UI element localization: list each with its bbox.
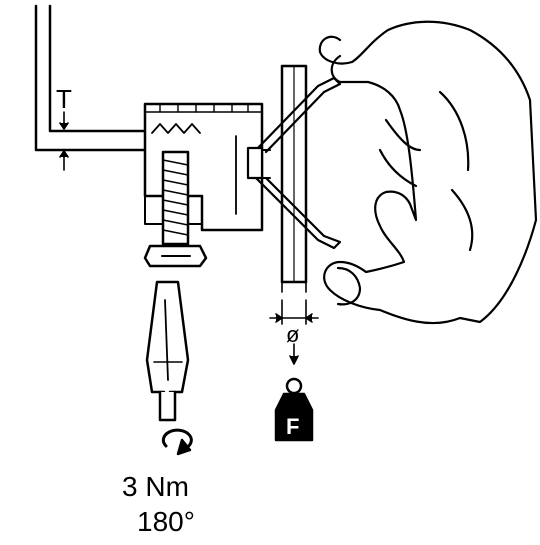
screwdriver xyxy=(145,280,190,422)
thickness-dimension xyxy=(53,111,75,171)
rod xyxy=(280,64,308,293)
diameter-dimension xyxy=(269,299,319,365)
spring-clip xyxy=(246,76,342,250)
force-label: F xyxy=(286,414,299,439)
rotation-arrow-icon xyxy=(161,428,193,456)
clamp-screw xyxy=(143,150,208,268)
hand xyxy=(318,20,538,325)
thickness-label: T xyxy=(56,84,72,114)
clamp-body xyxy=(143,102,271,232)
torque-label: 3 Nm xyxy=(122,471,189,502)
diameter-label: ø xyxy=(286,322,299,347)
force-weight-icon xyxy=(274,377,314,442)
angle-label: 180° xyxy=(137,506,195,537)
